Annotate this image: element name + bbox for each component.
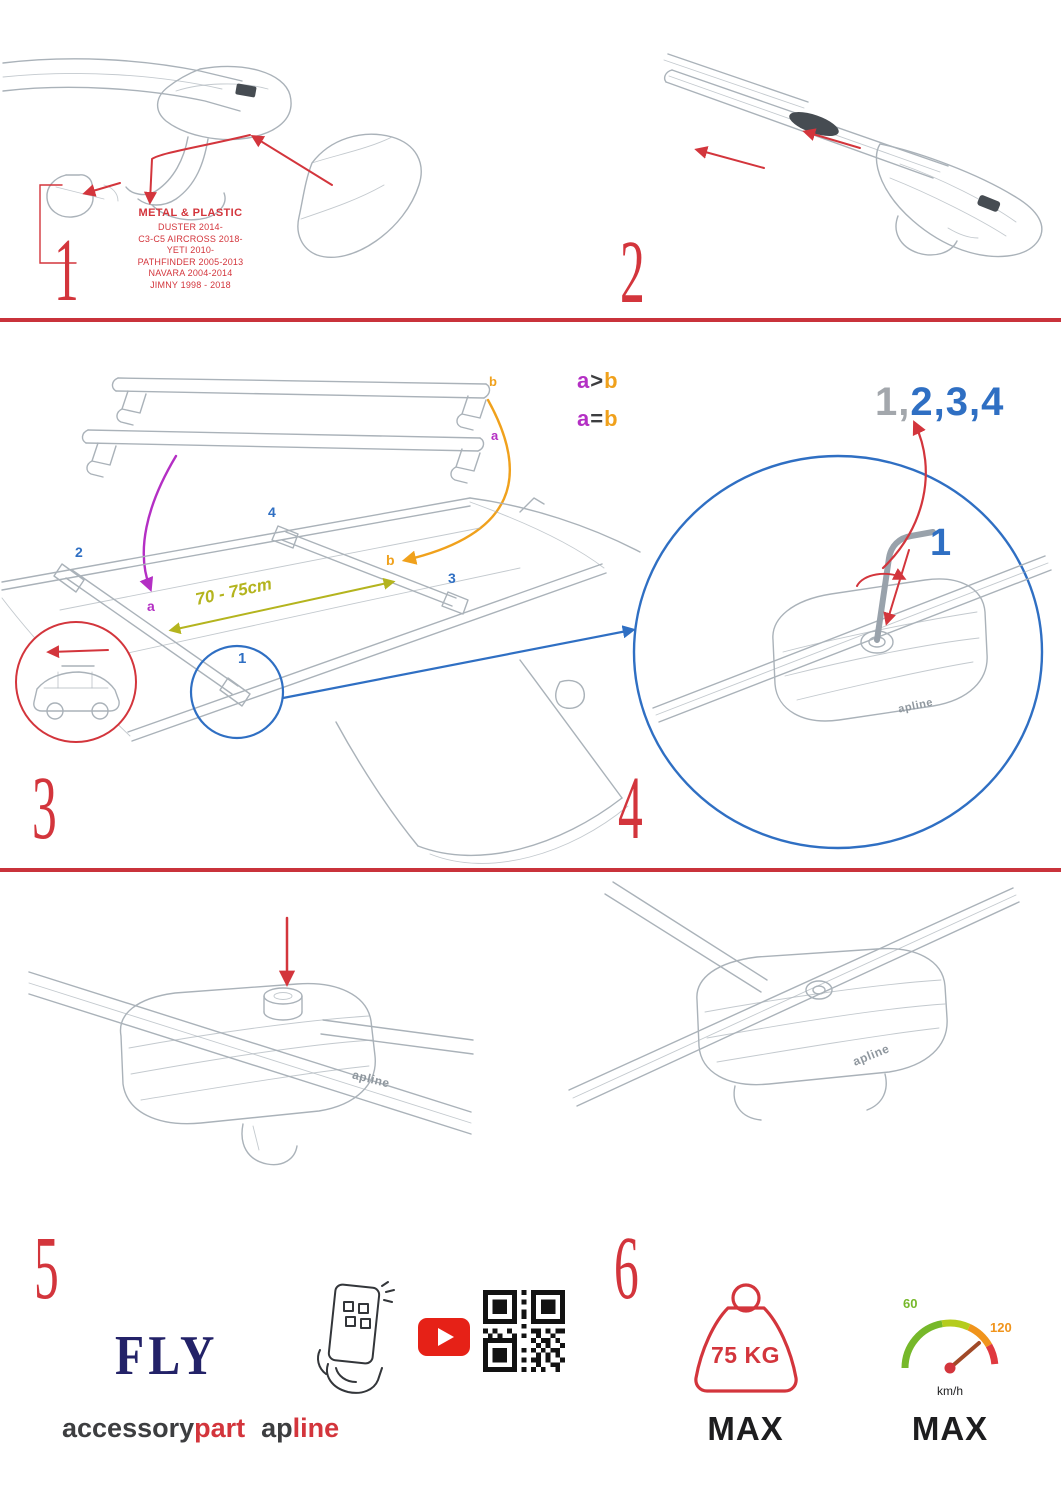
- clamp-body: [696, 947, 948, 1121]
- model-item: DUSTER 2014-: [158, 222, 223, 232]
- speedometer-icon: [901, 1319, 999, 1374]
- section-divider: [0, 868, 1061, 872]
- section-divider: [0, 318, 1061, 322]
- blue-zoom-arrow: [281, 625, 636, 700]
- step-number-2: 2: [620, 223, 645, 322]
- rail-lines: [28, 971, 472, 1135]
- loose-crossbar-a: [81, 429, 485, 484]
- step-number-6: 6: [614, 1219, 639, 1318]
- bar-label-a: a: [491, 428, 499, 443]
- bar-strip-insert-drawing: [663, 53, 1043, 258]
- needle-hub: [944, 1362, 956, 1374]
- step-number-3: 3: [32, 759, 57, 858]
- hook-arm: [241, 1123, 298, 1166]
- clamp-zoom-drawing: [632, 420, 1052, 850]
- purple-placement-arrow: [139, 454, 178, 593]
- plastic-cover-piece: [297, 133, 422, 258]
- model-item: YETI 2010-: [166, 245, 215, 255]
- distance-dimension-arrow: [168, 577, 396, 635]
- clamp-body: [772, 578, 988, 722]
- roof-position-2: 2: [75, 544, 83, 560]
- hook-clamp-piece: [46, 174, 119, 218]
- rotate-arrow: [856, 568, 907, 587]
- direction-arrow: [46, 645, 109, 659]
- red-insert-arrows: [694, 128, 861, 169]
- lock-knob: [263, 987, 303, 1021]
- car-direction-inset: [15, 621, 137, 743]
- roof-position-a: a: [147, 598, 155, 614]
- knob-press-drawing: [28, 916, 474, 1166]
- speed-unit-label: km/h: [936, 1384, 963, 1398]
- windshield: [335, 659, 629, 864]
- model-item: JIMNY 1998 - 2018: [150, 279, 231, 290]
- end-clamp-housing: [875, 143, 1043, 258]
- allen-key: [874, 529, 936, 643]
- clamp-exploded-drawing: [2, 58, 422, 264]
- product-name: FLY: [115, 1325, 219, 1387]
- brand-part: part: [194, 1413, 246, 1443]
- roof-overview-drawing: [1, 377, 641, 864]
- rubber-slot: [789, 111, 839, 137]
- model-item: PATHFINDER 2005-2013: [137, 256, 244, 267]
- step-number-5: 5: [34, 1219, 59, 1318]
- side-mirror: [555, 679, 585, 709]
- crossbar-stub: [604, 881, 768, 993]
- brand-line: line: [292, 1413, 340, 1443]
- car-side-view: [33, 665, 120, 720]
- bar-label-b: b: [489, 374, 497, 389]
- max-weight-value: 75 KG: [711, 1342, 780, 1368]
- sequence-step-one: 1: [930, 522, 952, 564]
- model-item: C3-C5 AIRCROSS 2018-: [138, 233, 243, 244]
- step-number-1: 1: [54, 221, 79, 320]
- loose-crossbar-b: [111, 377, 491, 431]
- mounted-crossbar-rear: [271, 525, 469, 615]
- rule-a-equals-b: a=b: [577, 406, 619, 431]
- crossbar-stub: [320, 1019, 474, 1055]
- sequence-arrow: [881, 420, 927, 570]
- rail-lines: [652, 555, 1052, 723]
- max-speed-label: MAX: [911, 1410, 989, 1447]
- red-assembly-arrows: [39, 134, 333, 264]
- play-icon: [438, 1328, 454, 1346]
- speed-min-label: 60: [903, 1296, 918, 1311]
- orange-placement-arrow: [401, 398, 511, 565]
- step-number-4: 4: [618, 759, 643, 858]
- rail-lines: [568, 887, 1020, 1107]
- youtube-icon: [418, 1318, 470, 1356]
- aero-bar: [663, 53, 949, 179]
- blue-highlight-circle: [189, 644, 285, 740]
- crossbar-end: [2, 58, 243, 112]
- tighten-arrow: [883, 549, 910, 626]
- roof-position-b: b: [386, 552, 395, 568]
- antenna-fin: [519, 497, 545, 513]
- mounted-crossbar-front: [53, 563, 251, 707]
- brand-badge: [977, 195, 1001, 212]
- weight-limit-icon: [694, 1283, 798, 1393]
- brand-accessory: accessory: [62, 1413, 195, 1443]
- material-label: METAL & PLASTIC: [138, 207, 243, 219]
- model-item: NAVARA 2004-2014: [148, 268, 233, 278]
- compatible-models: METAL & PLASTIC DUSTER 2014- C3-C5 AIRCR…: [103, 207, 278, 291]
- roof-position-1: 1: [238, 650, 247, 667]
- speed-limit-label: 120: [990, 1320, 1012, 1335]
- rear-roofline: [469, 497, 641, 553]
- brand-ap: ap: [261, 1413, 293, 1443]
- rule-a-greater-b: a>b: [577, 368, 619, 393]
- needle: [948, 1341, 981, 1370]
- max-weight-label: MAX: [707, 1410, 784, 1447]
- red-bracket: [39, 184, 77, 264]
- tightening-sequence: 1,2,3,4: [875, 380, 1005, 424]
- brand-badge: [235, 83, 257, 98]
- clamp-body: [119, 982, 376, 1166]
- zoom-circle: [632, 454, 1044, 850]
- roof-position-4: 4: [268, 504, 276, 520]
- roof-position-3: 3: [448, 570, 456, 586]
- clamp-mounted-drawing: [568, 881, 1020, 1121]
- phone-scan-icon: [317, 1281, 395, 1394]
- qr-code: [483, 1290, 565, 1372]
